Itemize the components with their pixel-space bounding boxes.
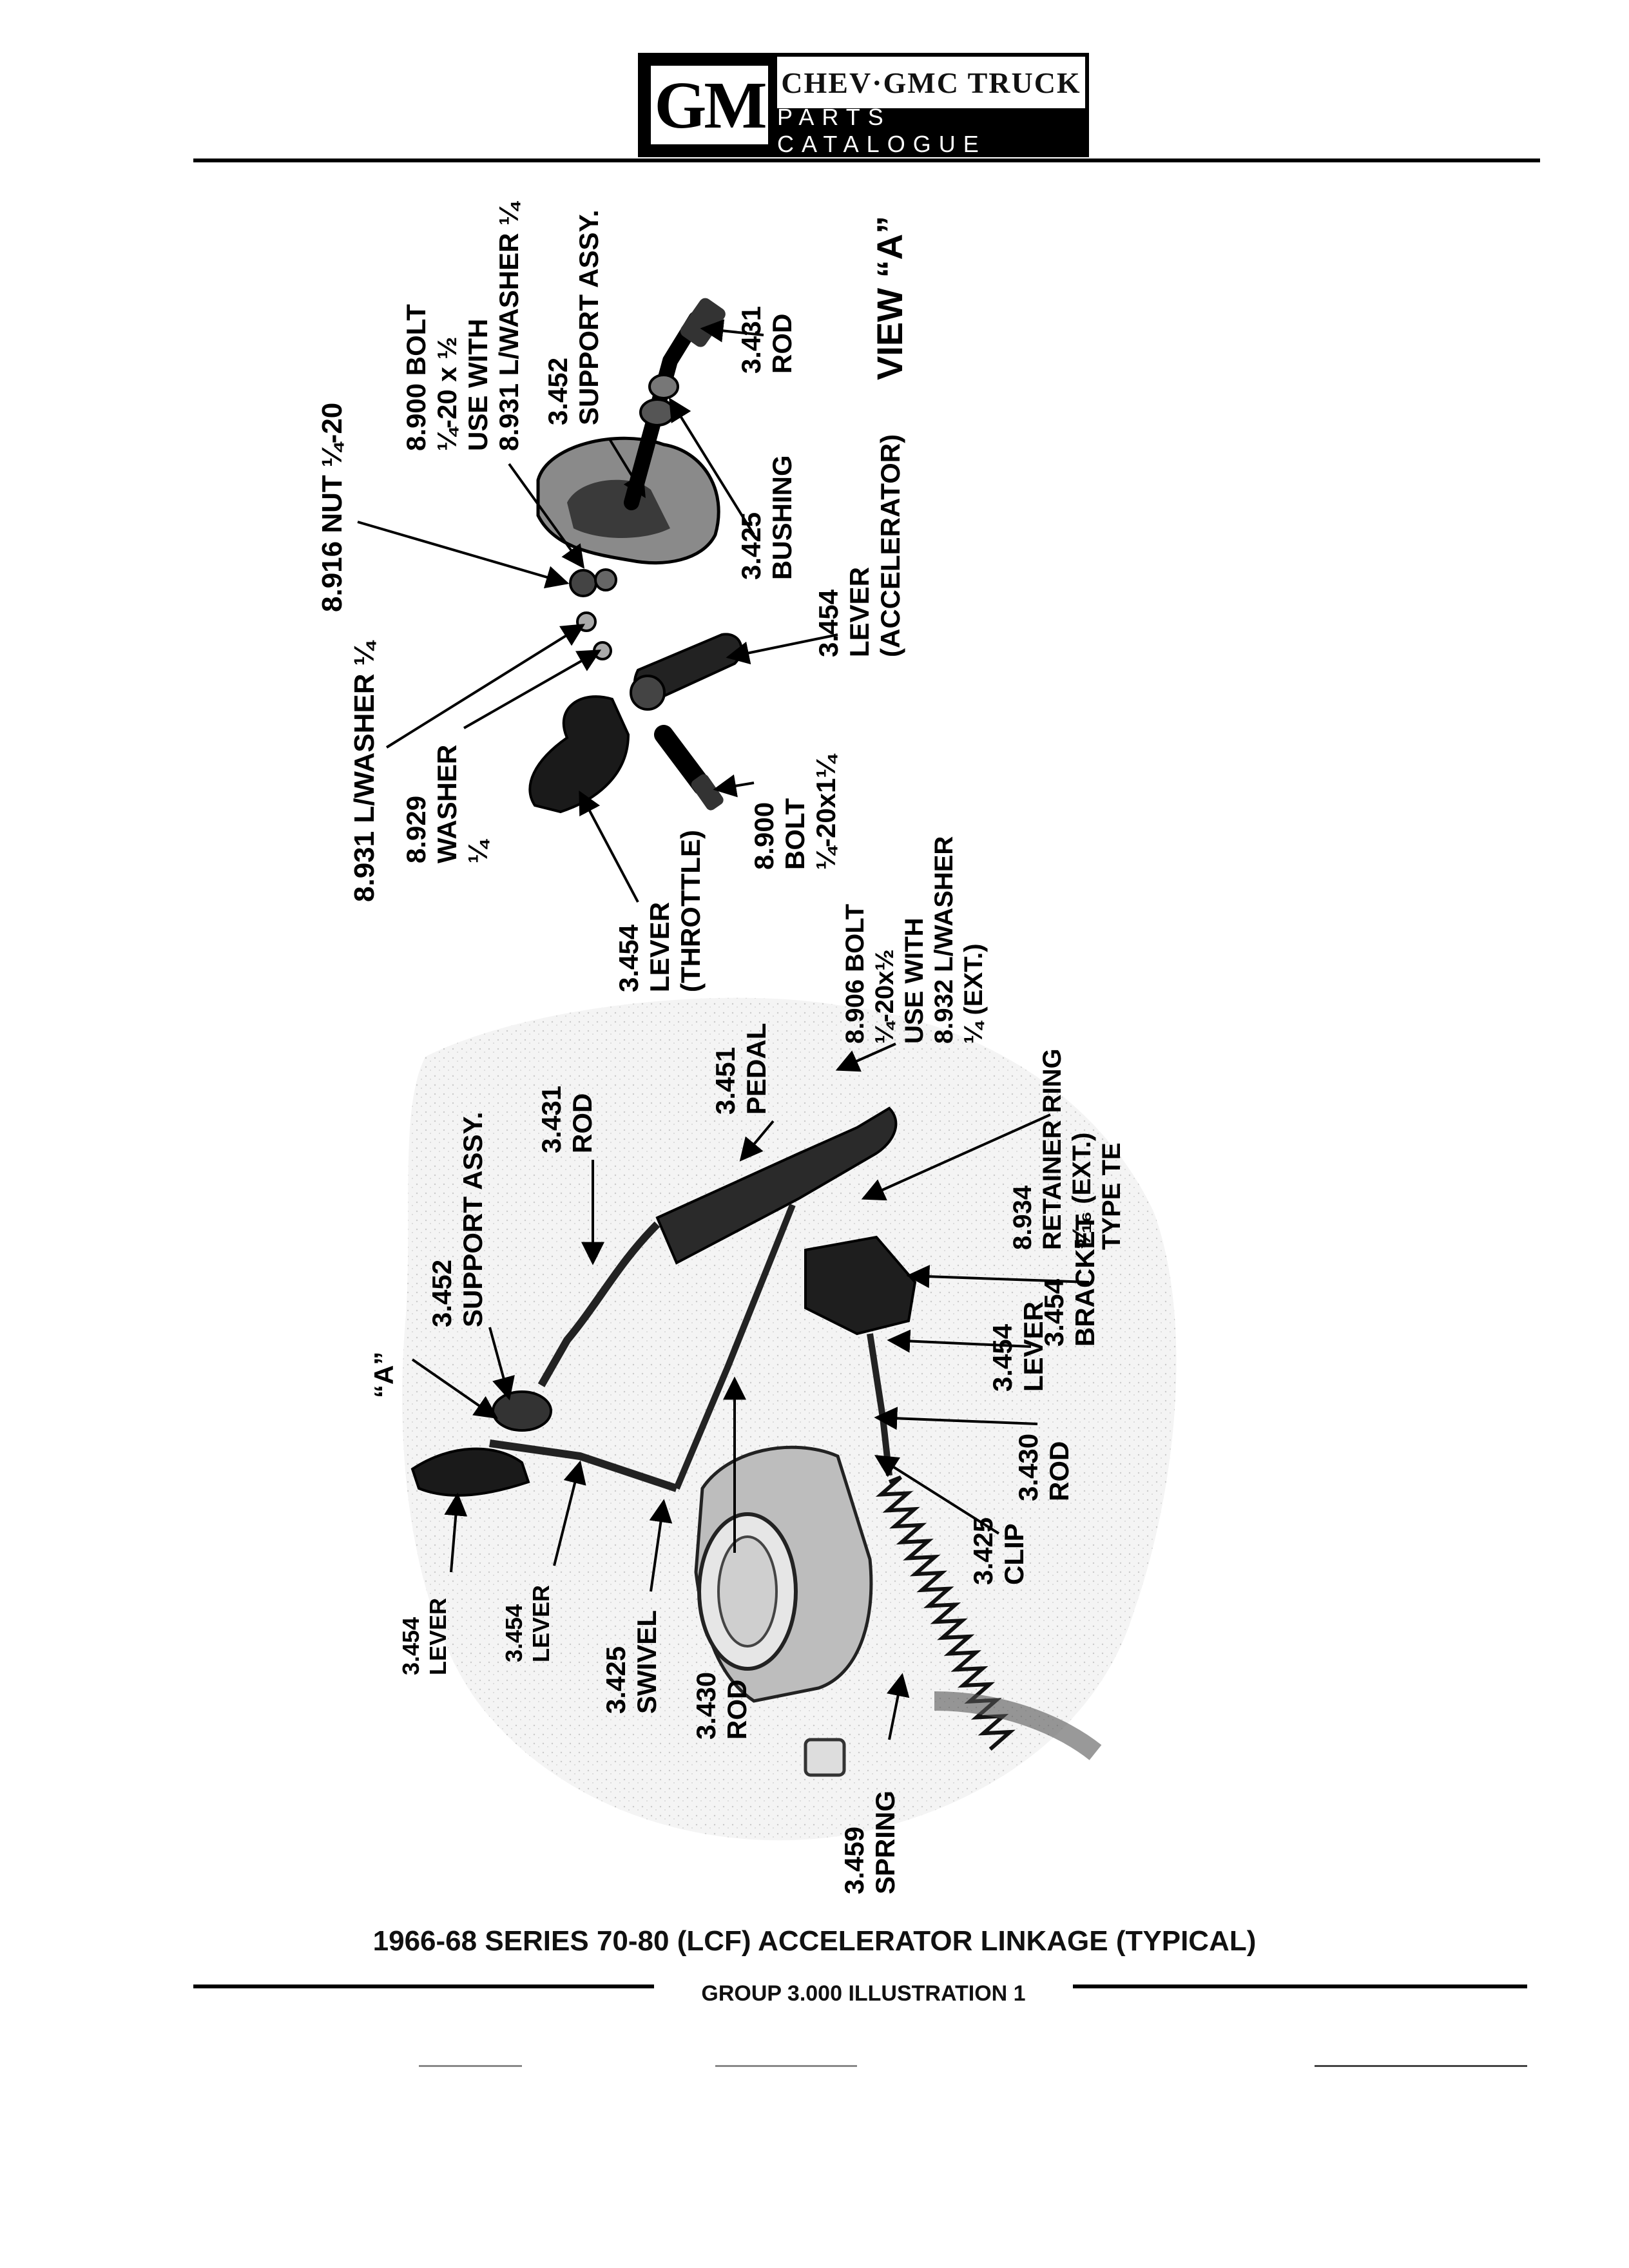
lever-3454-a-leader bbox=[444, 1492, 468, 1573]
callout-support-3452-line-2: SUPPORT ASSY. bbox=[458, 1111, 488, 1327]
callout-lever-accel-line-1: 3.454 bbox=[813, 589, 843, 657]
pedal-3451-leader bbox=[739, 1120, 775, 1162]
callout-bushing-3425-line-1: 3.425 bbox=[736, 512, 766, 580]
callout-support-3452-line-1: 3.452 bbox=[427, 1260, 457, 1327]
scan-mark-2 bbox=[715, 2065, 857, 2067]
callout-bolt-8906-line-4: 8.932 L/WASHER bbox=[930, 836, 958, 1044]
callout-rod-3431-line-2: ROD bbox=[567, 1093, 597, 1153]
callout-swivel-3425-line-2: SWIVEL bbox=[631, 1610, 662, 1714]
callout-lever-accel-line-3: (ACCELERATOR) bbox=[875, 434, 905, 657]
lwasher-8931-leader bbox=[385, 624, 586, 749]
callout-bolt-8900-lower-line-1: 8.900 bbox=[749, 802, 779, 870]
swivel-3425-leader bbox=[649, 1499, 673, 1592]
nut-8916-leader bbox=[357, 521, 570, 589]
callout-lever-3454-a-line-1: 3.454 bbox=[398, 1617, 424, 1675]
callout-bolt-8906-line-3: USE WITH bbox=[900, 918, 929, 1044]
callout-bolt-8906-line-5: ¼ (EXT.) bbox=[959, 943, 988, 1044]
callout-rod-3431-top-line-1: 3.431 bbox=[736, 306, 766, 374]
support-3452-top-leader bbox=[608, 437, 646, 499]
bolt-8906-leader bbox=[835, 1043, 896, 1072]
footer-rule-left bbox=[193, 1984, 654, 1988]
clip-3425-leader bbox=[874, 1455, 1000, 1535]
callout-bolt-8900-lower-line-3: ¼-20x1¼ bbox=[811, 754, 841, 870]
support-3452-leader bbox=[488, 1327, 515, 1401]
callout-lever-3454-right-line-2: LEVER bbox=[1018, 1302, 1048, 1392]
callout-lwasher-8931-line-1: 8.931 L/WASHER ¼ bbox=[349, 640, 380, 902]
view-a-title-line-1: VIEW “A” bbox=[869, 216, 910, 380]
callout-bushing-3425-line-2: BUSHING bbox=[767, 455, 797, 580]
gm-logo-text: GM bbox=[648, 63, 771, 147]
callout-lever-accel-line-2: LEVER bbox=[844, 567, 874, 657]
callout-clip-3425-line-2: CLIP bbox=[999, 1523, 1029, 1585]
callout-rod-3430-right-line-2: ROD bbox=[1044, 1441, 1074, 1501]
callout-view-ref-a-line-1: “A” bbox=[369, 1352, 399, 1398]
callout-support-3452-top-line-1: 3.452 bbox=[543, 358, 573, 425]
callout-bolt-8900-lower-line-2: BOLT bbox=[780, 798, 810, 870]
header-subtitle: PARTS CATALOGUE bbox=[777, 104, 1085, 157]
lever-3454-right-leader bbox=[887, 1329, 1032, 1353]
spring-3459-leader bbox=[886, 1673, 910, 1740]
callout-lever-3454-b-line-1: 3.454 bbox=[501, 1604, 527, 1662]
callout-rod-3430-line-2: ROD bbox=[722, 1680, 752, 1740]
header-title: CHEV·GMC TRUCK bbox=[781, 66, 1081, 99]
callout-ring-8934-line-4: TYPE TE bbox=[1097, 1142, 1126, 1250]
callout-washer-8929-line-3: ¼ bbox=[463, 839, 493, 863]
view-ref-a-leader bbox=[411, 1358, 498, 1419]
callout-rod-3430-line-1: 3.430 bbox=[691, 1672, 721, 1740]
bushing-3425-leader bbox=[669, 397, 755, 536]
header-rule bbox=[193, 159, 1540, 162]
callout-rod-3431-line-1: 3.431 bbox=[536, 1086, 566, 1153]
bolt-8900-lower-leader bbox=[713, 774, 755, 798]
callout-ring-8934-line-3: ⁵⁄₁₆ (EXT.) bbox=[1068, 1133, 1096, 1250]
callout-ring-8934-line-1: 8.934 bbox=[1008, 1185, 1037, 1250]
main-linkage-photo bbox=[402, 997, 1177, 1841]
callout-lever-3454-b-line-2: LEVER bbox=[528, 1585, 554, 1662]
lever-throttle-leader bbox=[579, 790, 639, 903]
callout-pedal-3451-line-1: 3.451 bbox=[710, 1047, 740, 1115]
callout-support-3452-top-line-2: SUPPORT ASSY. bbox=[574, 209, 604, 425]
lever-3454-b-leader bbox=[553, 1460, 586, 1566]
callout-washer-8929-line-2: WASHER bbox=[432, 745, 462, 863]
gm-logo: GM bbox=[642, 57, 777, 153]
callout-lever-throttle-line-3: (THROTTLE) bbox=[675, 830, 706, 992]
callout-spring-3459-line-2: SPRING bbox=[870, 1791, 900, 1894]
callout-bracket-3454-line-2: BRACKET bbox=[1070, 1214, 1100, 1347]
washer-8929-leader bbox=[463, 649, 602, 729]
ring-8934-leader bbox=[861, 1113, 1051, 1201]
callout-rod-3431-top-line-2: ROD bbox=[767, 314, 797, 374]
bolt-8900-top-leader bbox=[508, 463, 585, 569]
lever-accel-leader bbox=[726, 633, 838, 665]
callout-ring-8934-line-2: RETAINER RING bbox=[1038, 1048, 1066, 1250]
callout-lever-3454-right-line-1: 3.454 bbox=[987, 1323, 1017, 1392]
figure-caption: 1966-68 SERIES 70-80 (LCF) ACCELERATOR L… bbox=[372, 1925, 1257, 1957]
callout-bolt-8906-line-2: ¼-20x½ bbox=[871, 949, 899, 1044]
callout-bolt-8900-top-line-2: ¼-20 x ½ bbox=[432, 337, 462, 451]
catalogue-header: GM CHEV·GMC TRUCK PARTS CATALOGUE bbox=[638, 53, 1089, 157]
rod-3430-right-leader bbox=[874, 1407, 1038, 1430]
callout-clip-3425-line-1: 3.425 bbox=[968, 1517, 998, 1585]
callout-pedal-3451-line-2: PEDAL bbox=[741, 1023, 771, 1115]
callout-bolt-8900-top-line-1: 8.900 BOLT bbox=[401, 304, 431, 451]
callout-swivel-3425-line-1: 3.425 bbox=[601, 1646, 631, 1714]
footer-rule-right bbox=[1073, 1984, 1527, 1988]
callout-lever-throttle-line-2: LEVER bbox=[644, 902, 675, 992]
bracket-3454-leader bbox=[906, 1265, 1090, 1289]
rod-3431-top-leader bbox=[700, 319, 764, 343]
scan-mark-1 bbox=[419, 2065, 522, 2067]
scan-mark-3 bbox=[1315, 2065, 1527, 2067]
callout-lever-throttle-line-1: 3.454 bbox=[613, 924, 644, 992]
callout-bolt-8900-top-line-4: 8.931 L/WASHER ¼ bbox=[494, 201, 524, 451]
callout-bolt-8906-line-1: 8.906 BOLT bbox=[841, 904, 869, 1044]
callout-lever-3454-a-line-2: LEVER bbox=[425, 1598, 451, 1675]
callout-washer-8929-line-1: 8.929 bbox=[401, 796, 431, 863]
group-illustration-ref: GROUP 3.000 ILLUSTRATION 1 bbox=[701, 1981, 1026, 2006]
callout-spring-3459-line-1: 3.459 bbox=[839, 1827, 869, 1894]
callout-bolt-8900-top-line-3: USE WITH bbox=[463, 319, 493, 451]
callout-rod-3430-right-line-1: 3.430 bbox=[1013, 1434, 1043, 1501]
callout-bracket-3454-line-1: 3.454 bbox=[1039, 1278, 1069, 1347]
callout-nut-8916-line-1: 8.916 NUT ¼-20 bbox=[316, 403, 348, 612]
